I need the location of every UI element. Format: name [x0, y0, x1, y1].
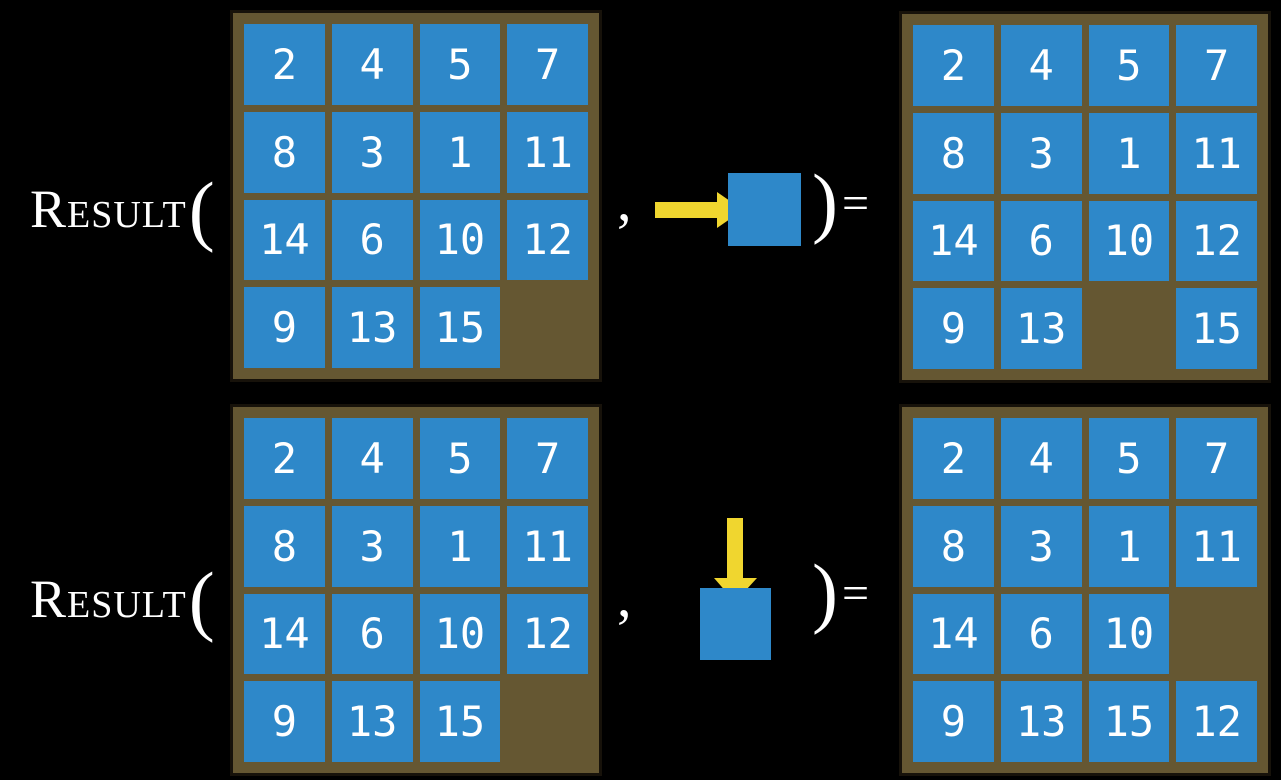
puzzle-tile: 4	[1000, 25, 1082, 106]
puzzle-tile: 6	[331, 199, 413, 281]
puzzle-tile: 8	[913, 505, 994, 587]
puzzle-tile: 14	[244, 593, 325, 675]
puzzle-tile: 11	[1176, 112, 1257, 194]
blank-space	[507, 287, 588, 368]
puzzle-tile: 13	[331, 681, 413, 762]
equals-sign: =	[842, 567, 870, 620]
puzzle-tile: 5	[419, 24, 501, 105]
puzzle-tile: 13	[1000, 288, 1082, 369]
puzzle-tile: 8	[244, 505, 325, 587]
puzzle-tile: 9	[913, 681, 994, 762]
puzzle-tile: 14	[913, 593, 994, 675]
close-paren: )	[812, 548, 838, 635]
blank-space	[1176, 594, 1257, 675]
puzzle-tile: 15	[1088, 681, 1170, 762]
puzzle-tile: 15	[1176, 288, 1257, 369]
puzzle-tile: 4	[1000, 418, 1082, 499]
function-label: Result(	[30, 560, 215, 638]
puzzle-tile: 7	[507, 24, 588, 105]
puzzle-tile: 12	[507, 199, 588, 281]
puzzle-tile: 1	[1088, 112, 1170, 194]
puzzle-tile: 10	[1088, 200, 1170, 282]
function-name: Result	[30, 179, 187, 239]
puzzle-tile: 3	[331, 505, 413, 587]
puzzle-tile: 10	[419, 593, 501, 675]
puzzle-tile: 6	[1000, 593, 1082, 675]
function-name: Result	[30, 569, 187, 629]
puzzle-tile: 3	[1000, 505, 1082, 587]
open-paren: (	[188, 556, 215, 643]
puzzle-tile: 12	[1176, 200, 1257, 282]
comma-separator: ,	[617, 564, 632, 629]
puzzle-tile: 2	[913, 418, 994, 499]
puzzle-tile: 13	[331, 287, 413, 368]
puzzle-tile: 1	[419, 111, 501, 193]
puzzle-tile: 11	[1176, 505, 1257, 587]
puzzle-tile: 8	[913, 112, 994, 194]
puzzle-tile: 8	[244, 111, 325, 193]
puzzle-tile: 14	[244, 199, 325, 281]
puzzle-tile: 3	[331, 111, 413, 193]
comma-separator: ,	[617, 168, 632, 233]
puzzle-tile: 15	[419, 287, 501, 368]
puzzle-tile: 10	[1088, 593, 1170, 675]
puzzle-tile: 12	[1176, 681, 1257, 762]
puzzle-tile: 10	[419, 199, 501, 281]
puzzle-tile: 9	[913, 288, 994, 369]
puzzle-tile: 13	[1000, 681, 1082, 762]
open-paren: (	[188, 166, 215, 253]
puzzle-tile: 4	[331, 24, 413, 105]
puzzle-tile: 7	[507, 418, 588, 499]
puzzle-tile: 1	[1088, 505, 1170, 587]
close-paren: )	[812, 158, 838, 245]
puzzle-tile: 6	[331, 593, 413, 675]
moving-tile-square	[728, 173, 801, 246]
puzzle-tile: 9	[244, 287, 325, 368]
puzzle-tile: 5	[419, 418, 501, 499]
puzzle-tile: 2	[244, 24, 325, 105]
puzzle-tile: 12	[507, 593, 588, 675]
puzzle-tile: 6	[1000, 200, 1082, 282]
puzzle-tile: 7	[1176, 418, 1257, 499]
puzzle-tile: 7	[1176, 25, 1257, 106]
puzzle-tile: 15	[419, 681, 501, 762]
puzzle-tile: 1	[419, 505, 501, 587]
equals-sign: =	[842, 177, 870, 230]
puzzle-tile: 2	[913, 25, 994, 106]
puzzle-tile: 5	[1088, 25, 1170, 106]
puzzle-tile: 9	[244, 681, 325, 762]
puzzle-tile: 14	[913, 200, 994, 282]
blank-space	[1089, 288, 1170, 369]
function-label: Result(	[30, 170, 215, 248]
puzzle-tile: 11	[507, 505, 588, 587]
puzzle-tile: 3	[1000, 112, 1082, 194]
puzzle-tile: 2	[244, 418, 325, 499]
puzzle-tile: 5	[1088, 418, 1170, 499]
moving-tile-square	[700, 588, 771, 660]
puzzle-tile: 4	[331, 418, 413, 499]
blank-space	[507, 681, 588, 762]
puzzle-tile: 11	[507, 111, 588, 193]
